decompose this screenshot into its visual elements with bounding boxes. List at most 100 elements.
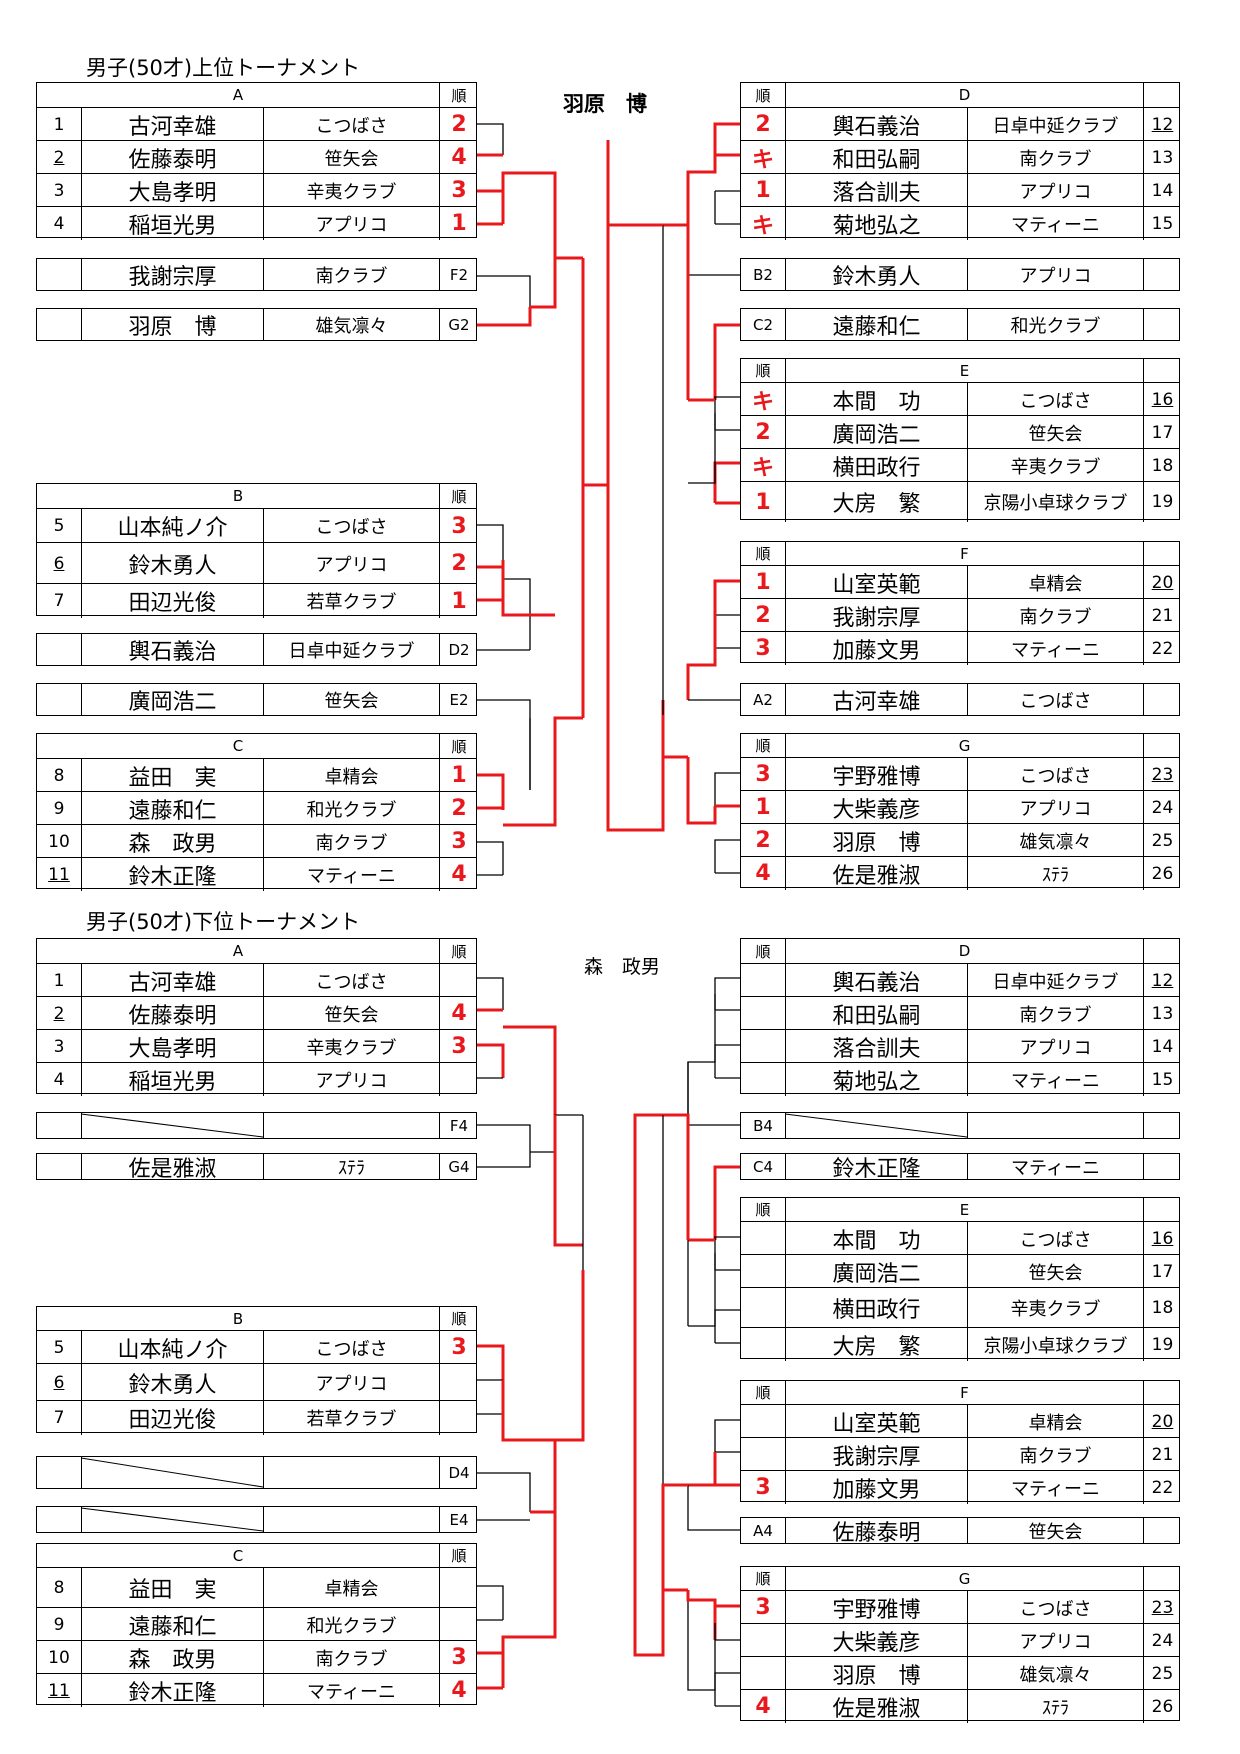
blank-cell	[1143, 542, 1181, 565]
rank-header: 順	[755, 86, 771, 105]
slot-code: A4	[753, 1521, 773, 1540]
player-club: 辛夷クラブ	[967, 1288, 1143, 1328]
bracket-line	[714, 1309, 740, 1343]
player-club: 卓精会	[263, 759, 439, 792]
player-num: 15	[1143, 1063, 1181, 1096]
player-rank: 2	[755, 420, 771, 445]
lower-title: 男子(50才)下位トーナメント	[86, 910, 361, 934]
slot-club	[263, 1113, 439, 1138]
winning-bracket-line	[713, 122, 740, 155]
slot-club: 南クラブ	[263, 259, 439, 290]
player-num: 19	[1143, 482, 1181, 522]
winning-bracket-line	[501, 1510, 557, 1653]
empty-slot-diagonal	[81, 1507, 263, 1532]
player-rank: キ	[751, 389, 774, 415]
slot-club	[263, 1457, 439, 1488]
blank-cell	[37, 259, 81, 290]
slot-club: 和光クラブ	[967, 309, 1143, 340]
player-name: 稲垣光男	[81, 207, 263, 240]
bracket-line	[714, 839, 740, 873]
group-label: D	[785, 83, 1143, 107]
player-num: 20	[1143, 566, 1181, 599]
player-name: 本間 功	[785, 383, 967, 416]
slot-code: C2	[752, 315, 774, 334]
player-rank: 3	[755, 1595, 771, 1620]
player-name: 大柴義彦	[785, 1624, 967, 1657]
winning-bracket-line	[477, 1043, 505, 1078]
player-name: 羽原 博	[785, 1657, 967, 1690]
player-num: 21	[1143, 599, 1181, 632]
player-num: 23	[1143, 1591, 1181, 1624]
player-name: 大柴義彦	[785, 791, 967, 824]
player-name: 山本純ノ介	[81, 1331, 263, 1364]
player-num: 6	[53, 1372, 65, 1393]
player-name: 鈴木正隆	[81, 1674, 263, 1707]
player-name: 鈴木勇人	[81, 1364, 263, 1401]
slot-club: 笹矢会	[263, 684, 439, 715]
player-rank: キ	[751, 455, 774, 481]
slot-name: 鈴木勇人	[785, 259, 967, 290]
blank-cell	[1143, 83, 1181, 107]
player-num: 13	[1143, 141, 1181, 174]
blank-cell	[1143, 1113, 1181, 1138]
winning-bracket-line	[555, 1270, 585, 1442]
player-club: 笹矢会	[967, 416, 1143, 449]
player-num: 14	[1143, 1030, 1181, 1063]
player-club: 京陽小卓球クラブ	[967, 1328, 1143, 1361]
winning-bracket-line	[583, 140, 610, 487]
player-rank	[741, 1438, 785, 1471]
player-name: 益田 実	[81, 1568, 263, 1608]
slot-name	[81, 1457, 263, 1488]
player-num: 23	[1143, 758, 1181, 791]
player-rank	[439, 1401, 478, 1435]
player-num: 18	[1143, 1288, 1181, 1328]
player-name: 我謝宗厚	[785, 1438, 967, 1471]
player-name: 田辺光俊	[81, 1401, 263, 1435]
player-rank: 2	[439, 792, 478, 825]
group-label: A	[232, 942, 244, 960]
player-club: ｽﾃﾗ	[967, 857, 1143, 890]
winning-bracket-line	[713, 1452, 740, 1487]
rank-header: 順	[755, 1570, 771, 1588]
blank-cell	[37, 634, 81, 665]
player-name: 稲垣光男	[81, 1063, 263, 1096]
rank-header: 順	[439, 83, 478, 107]
winning-bracket-line	[477, 773, 505, 810]
bracket-line	[477, 699, 531, 790]
player-club: マティーニ	[967, 1063, 1143, 1096]
player-name: 大島孝明	[81, 1030, 263, 1063]
blank-cell	[37, 684, 81, 715]
winning-bracket-line	[713, 323, 740, 400]
player-club: 笹矢会	[263, 997, 439, 1030]
slot-name: 遠藤和仁	[785, 309, 967, 340]
empty-slot-diagonal	[81, 1457, 263, 1488]
lower-winner: 森 政男	[584, 956, 661, 978]
slot-club: こつばさ	[967, 684, 1143, 715]
rank-header: 順	[755, 1201, 771, 1219]
group-label: C	[232, 737, 244, 755]
player-rank	[439, 1364, 478, 1401]
blank-cell	[1143, 259, 1181, 290]
bracket-line	[477, 1124, 531, 1152]
blank-cell	[1143, 359, 1181, 382]
slot-code: F2	[439, 259, 478, 290]
bracket-line	[687, 1590, 716, 1691]
player-num: 5	[53, 1337, 65, 1358]
player-name: 山室英範	[785, 1405, 967, 1438]
player-club: 和光クラブ	[263, 792, 439, 825]
